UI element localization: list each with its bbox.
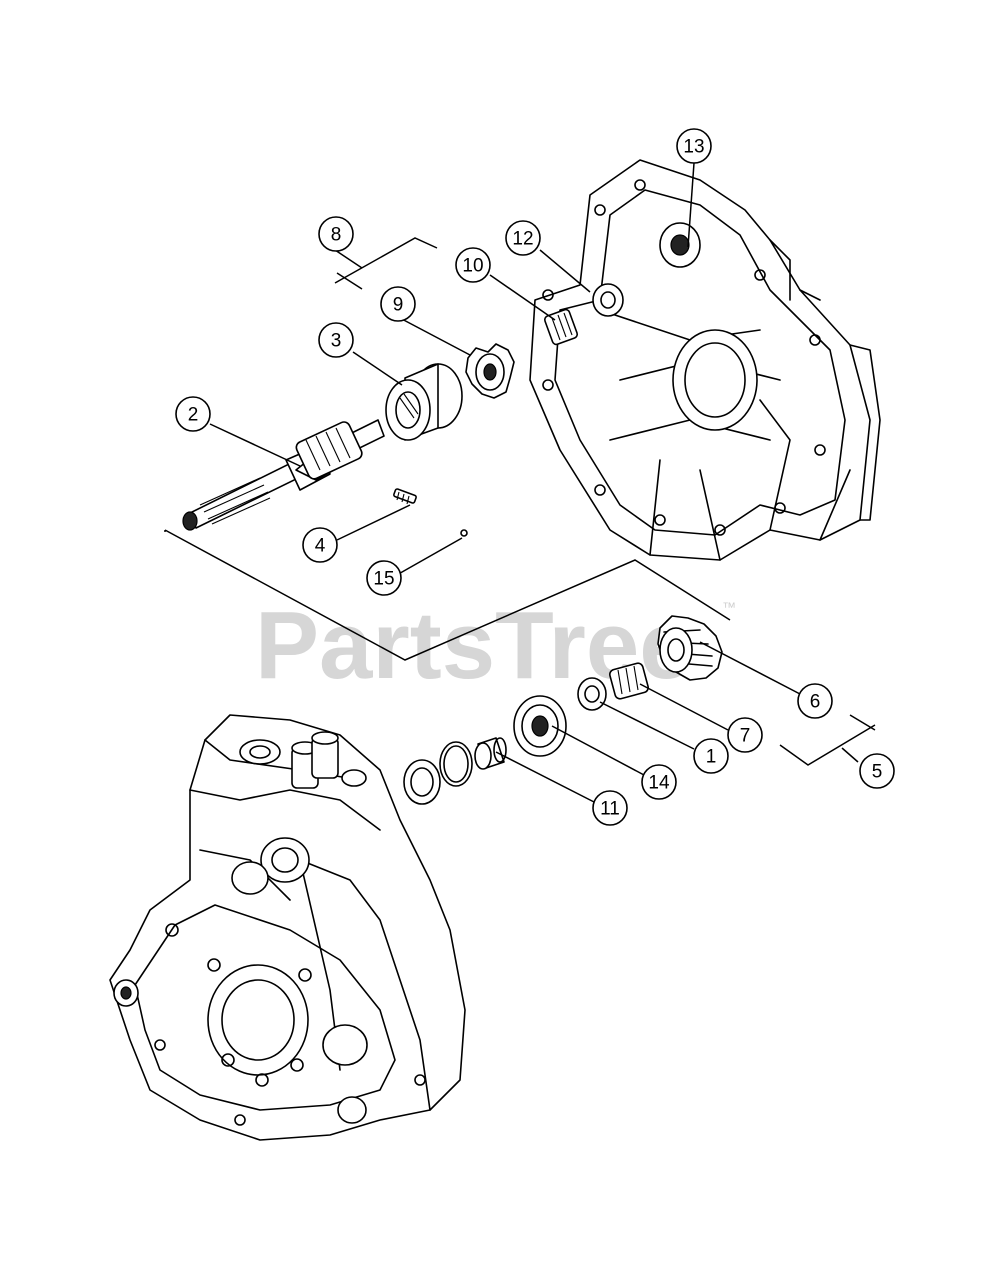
callout-5: 5 (859, 753, 895, 789)
thrust-washer-lower (577, 677, 607, 711)
thrust-washer-upper (592, 283, 624, 317)
callout-4-label: 4 (315, 536, 326, 557)
callout-8: 8 (318, 216, 354, 252)
callout-14: 14 (641, 764, 677, 800)
callout-13-label: 13 (683, 137, 704, 158)
callout-7: 7 (727, 717, 763, 753)
callout-3: 3 (318, 322, 354, 358)
callout-7-label: 7 (740, 726, 751, 747)
callout-5-label: 5 (872, 762, 883, 783)
callout-6: 6 (797, 683, 833, 719)
snap-ring (439, 741, 473, 787)
callout-4: 4 (302, 527, 338, 563)
needle-bearing-lower (609, 662, 649, 700)
oil-seal (403, 759, 441, 805)
callout-15: 15 (366, 560, 402, 596)
callout-8-label: 8 (331, 225, 342, 246)
callout-2: 2 (175, 396, 211, 432)
callout-12-label: 12 (512, 229, 533, 250)
drive-gear (465, 343, 515, 399)
callout-9: 9 (380, 286, 416, 322)
callout-15-label: 15 (373, 569, 394, 590)
callout-14-label: 14 (648, 773, 670, 794)
bushing (474, 737, 507, 770)
callout-6-label: 6 (810, 692, 821, 713)
callout-9-label: 9 (393, 295, 404, 316)
upper-housing (529, 159, 881, 561)
detent-spring (393, 488, 417, 505)
ball-bearing (513, 695, 567, 757)
input-shaft (182, 419, 385, 531)
callout-1-label: 1 (706, 747, 717, 768)
callout-11: 11 (592, 790, 628, 826)
callout-1: 1 (693, 738, 729, 774)
detent-ball (460, 529, 468, 537)
bevel-gear (657, 615, 723, 681)
callout-11-label: 11 (600, 799, 620, 820)
callout-3-label: 3 (331, 331, 342, 352)
watermark-trademark: ™ (722, 599, 736, 615)
callout-2-label: 2 (188, 405, 199, 426)
lower-housing (109, 714, 466, 1141)
shift-sleeve (385, 363, 463, 441)
leader-lines (209, 162, 859, 804)
callout-10-label: 10 (462, 256, 483, 277)
callout-13: 13 (676, 128, 712, 164)
callout-10: 10 (455, 247, 491, 283)
callout-12: 12 (505, 220, 541, 256)
